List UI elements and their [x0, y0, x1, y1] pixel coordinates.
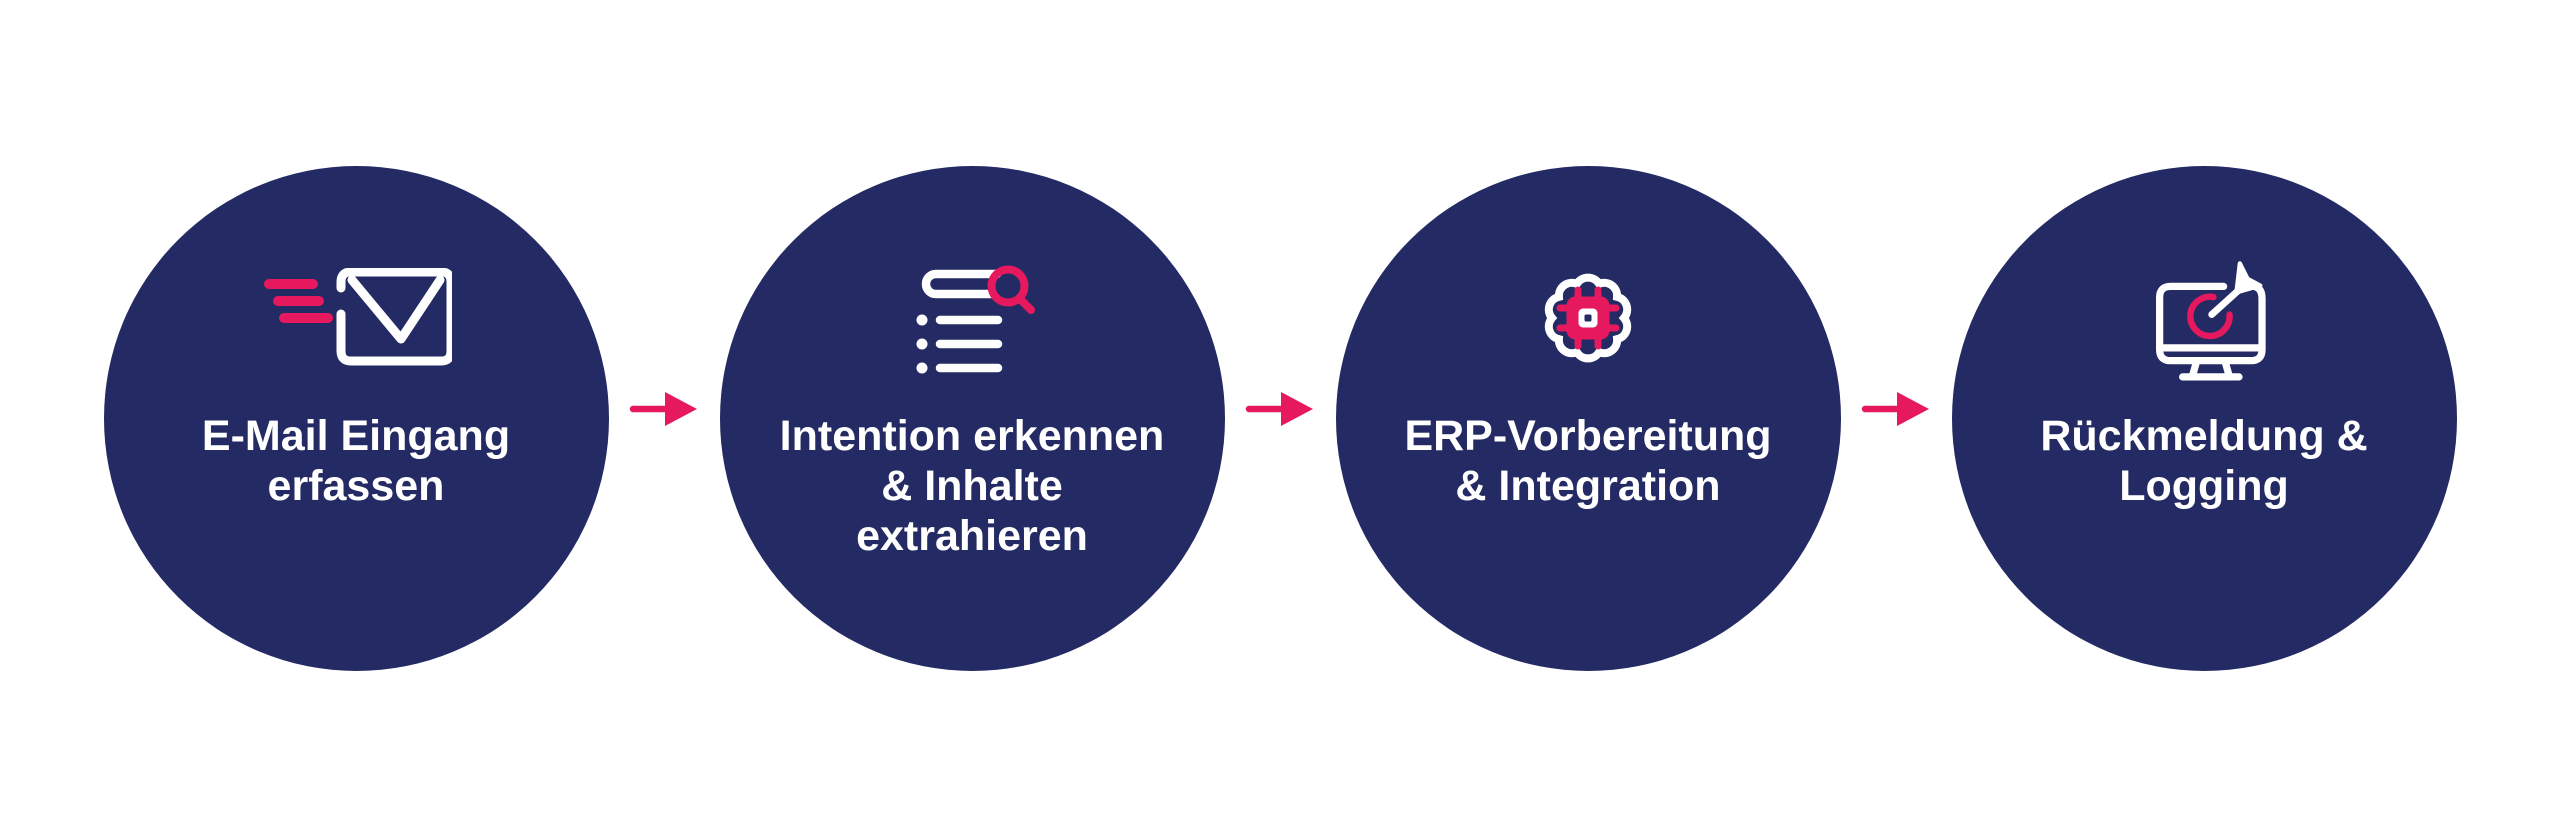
step-label-line: Logging: [2119, 461, 2289, 510]
step-circle-email-intake: E-Mail Eingang erfassen: [103, 166, 609, 671]
step-label-line: & Inhalte: [881, 461, 1063, 510]
ai-chip-brain-icon: [1533, 254, 1643, 382]
monitor-target-dart-icon: [2140, 254, 2268, 382]
step-label-line: erfassen: [267, 461, 445, 510]
step-label-line: ERP-Vorbereitung: [1404, 412, 1772, 460]
arrow-right-icon: [1861, 391, 1929, 426]
list-search-icon: [905, 254, 1040, 382]
speeding-email-icon: [260, 254, 452, 382]
flow-connector: [1841, 166, 1952, 671]
step-circle-erp-integration: ERP-Vorbereitung & Integration: [1335, 166, 1841, 671]
arrow-right-icon: [1245, 391, 1313, 426]
step-label: Intention erkennen & Inhalte extrahieren: [780, 412, 1165, 562]
step-circle-intent-extraction: Intention erkennen & Inhalte extrahieren: [719, 166, 1225, 671]
step-circle-feedback-logging: Rückmeldung & Logging: [1951, 166, 2457, 671]
step-label-line: Rückmeldung &: [2040, 412, 2368, 460]
step-label: E-Mail Eingang erfassen: [202, 412, 510, 512]
step-label-line: extrahieren: [856, 511, 1088, 560]
step-label-line: E-Mail Eingang: [201, 412, 511, 460]
step-label-line: Intention erkennen: [779, 412, 1165, 460]
flow-connector: [1225, 166, 1336, 671]
step-label: Rückmeldung & Logging: [2040, 412, 2367, 512]
arrow-right-icon: [629, 391, 697, 426]
step-label: ERP-Vorbereitung & Integration: [1404, 412, 1771, 512]
flow-connector: [609, 166, 720, 671]
step-label-line: & Integration: [1455, 461, 1721, 510]
